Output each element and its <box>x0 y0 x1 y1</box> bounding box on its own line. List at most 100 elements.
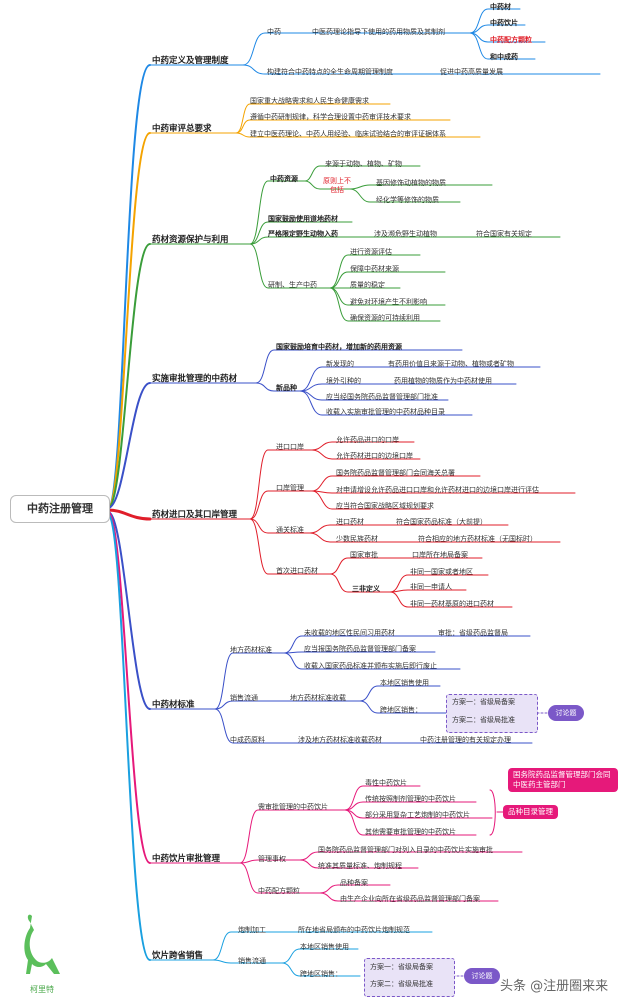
node-wild-endangered: 涉及濒危野生动植物 <box>374 230 437 238</box>
options-box-2 <box>364 958 455 997</box>
node-first-import: 首次进口药材 <box>276 567 318 575</box>
variety-found: 新发现的 <box>326 360 354 368</box>
branch-approved-herbs[interactable]: 实施审批管理的中药材 <box>152 374 238 384</box>
item-patent: 和中成药 <box>490 53 518 61</box>
customs-ethnic: 少数民族药材 <box>336 535 378 543</box>
variety-import-desc: 药用植物的物质作为中药材使用 <box>394 377 492 385</box>
review-item-1: 国家重大战略需求和人民生命健康需求 <box>250 97 369 105</box>
logo-text: 柯里特 <box>30 984 54 994</box>
node-source: 来源于动物、植物、矿物 <box>325 160 402 168</box>
local-std-approve: 审批：省级药品监督局 <box>438 629 508 637</box>
produce-item-5: 确保资源的可持续利用 <box>350 314 420 322</box>
node-system-goal: 促进中药高质量发展 <box>440 68 503 76</box>
node-definition: 中医药理论指导下使用的药用物质及其制剂 <box>312 28 445 36</box>
option-2-b: 方案二：省级局批准 <box>370 980 433 988</box>
node-system: 构建符合中药特点的全生命周期管理制度 <box>267 68 393 76</box>
cross-region-sale-2: 跨地区销售： <box>300 970 342 978</box>
processing-desc: 所在地省局颁布的中药饮片炮制规范 <box>298 926 410 934</box>
variety-import: 境外引种的 <box>326 377 361 385</box>
local-sale-2: 本地区销售使用 <box>300 943 349 951</box>
option-1-b: 方案一：省级局备案 <box>370 963 433 971</box>
node-port: 进口口岸 <box>276 443 304 451</box>
port-item-1: 允许药品进口的口岸 <box>336 436 399 444</box>
node-resource: 中药资源 <box>270 175 298 183</box>
customs-import: 进口药材 <box>336 518 364 526</box>
node-zhongyao: 中药 <box>267 28 281 36</box>
item-pieces: 中药饮片 <box>490 19 518 27</box>
node-new-variety: 新品种 <box>276 384 297 392</box>
node-encourage: 国家鼓励培育中药材，增加新的药用资源 <box>276 343 402 351</box>
branch-pieces[interactable]: 中药饮片审批管理 <box>152 854 221 864</box>
branch-standard[interactable]: 中药材标准 <box>152 700 195 710</box>
manage-item-1: 国务院药品监督管理部门会同海关总署 <box>336 469 455 477</box>
node-exclude: 原则上不包括 <box>323 177 351 194</box>
node-patent-material: 中成药原料 <box>230 736 265 744</box>
branch-resources[interactable]: 药材资源保护与利用 <box>152 235 229 245</box>
authority-item-1: 国务院药品监督管理部门对列入目录的中药饮片实施审批 <box>318 846 493 854</box>
node-granules: 中药配方颗粒 <box>258 887 300 895</box>
manage-item-3: 应当符合国家战略区域规划要求 <box>336 502 434 510</box>
node-circulation-2: 销售流通 <box>238 957 266 965</box>
approval-item-4: 其他需要审批管理的中药饮片 <box>365 828 456 836</box>
kangaroo-logo-icon: 柯里特 <box>24 914 60 994</box>
produce-item-4: 避免对环境产生不利影响 <box>350 298 427 306</box>
local-sale: 本地区销售使用 <box>380 679 429 687</box>
local-std-item-2: 应当报国务院药品监督管理部门备案 <box>304 645 416 653</box>
produce-item-1: 进行资源评估 <box>350 248 392 256</box>
branch-review[interactable]: 中药审评总要求 <box>152 124 212 134</box>
manage-item-2: 对申请增设允许药品进口口岸和允许药材进口的边境口岸进行评估 <box>336 486 539 494</box>
node-authority: 管理事权 <box>258 855 286 863</box>
node-port-manage: 口岸管理 <box>276 484 304 492</box>
branch-definition[interactable]: 中药定义及管理制度 <box>152 56 229 66</box>
produce-item-2: 保障中药材来源 <box>350 265 399 273</box>
three-non-3: 非同一药材基原的进口药材 <box>410 600 494 608</box>
review-item-2: 遵循中药研制规律，科学合理设置中药审评技术要求 <box>250 113 411 121</box>
discussion-badge-2[interactable]: 讨论题 <box>464 968 500 984</box>
root-node[interactable]: 中药注册管理 <box>10 495 110 523</box>
discussion-badge[interactable]: 讨论题 <box>548 705 584 721</box>
node-wild-rule: 符合国家有关规定 <box>476 230 532 238</box>
local-std-item-1: 未收载的地区性民间习用药材 <box>304 629 395 637</box>
node-local-standard: 地方药材标准 <box>230 646 272 654</box>
granules-filing: 品种备案 <box>340 879 368 887</box>
item-herb: 中药材 <box>490 3 511 11</box>
variety-catalog: 收载入实施审批管理的中药材品种目录 <box>326 408 445 416</box>
options-box <box>446 694 538 733</box>
node-wild: 严格限定野生动物入药 <box>268 230 338 238</box>
variety-approve: 应当经国务院药品监督管理部门批准 <box>326 393 438 401</box>
node-daodi: 国家鼓励使用道地药材 <box>268 215 338 223</box>
branch-cross-province[interactable]: 饮片跨省销售 <box>152 951 204 961</box>
node-circulation: 销售流通 <box>230 694 258 702</box>
branch-import[interactable]: 药材进口及其口岸管理 <box>152 510 238 520</box>
local-std-item-3: 收载入国家药品标准并颁布实施后即行废止 <box>304 662 437 670</box>
item-granules: 中药配方颗粒 <box>490 36 532 44</box>
node-produce: 研制、生产中药 <box>268 281 317 289</box>
exclude-item-1: 基因修饰动植物的物质 <box>376 179 446 187</box>
option-2: 方案二：省级局批准 <box>452 716 515 724</box>
review-item-3: 建立中医药理论、中药人用经验、临床试验结合的审评证据体系 <box>250 130 446 138</box>
authority-note: 国务院药品监督管理部门会同中医药主管部门 <box>508 768 618 792</box>
authority-item-2: 统准其质量标准、炮制规程 <box>318 862 402 870</box>
node-customs: 通关标准 <box>276 526 304 534</box>
three-non-1: 非同一国家或者地区 <box>410 568 473 576</box>
produce-item-3: 质量的稳定 <box>350 281 385 289</box>
node-processing: 炮制加工 <box>238 926 266 934</box>
granules-filing-desc: 由生产企业向所在省级药品监督管理部门备案 <box>340 895 480 903</box>
catalog-note: 品种目录管理 <box>503 805 558 819</box>
node-need-approval: 需审批管理的中药饮片 <box>258 803 328 811</box>
customs-import-std: 符合国家药品标准（大前提） <box>396 518 487 526</box>
node-three-non: 三非定义 <box>352 585 380 593</box>
patent-material-desc: 涉及地方药材标准收载药材 <box>298 736 382 744</box>
first-import-filing: 口岸所在地局备案 <box>412 551 468 559</box>
approval-item-2: 传统按照制剂管理的中药饮片 <box>365 795 456 803</box>
approval-item-1: 毒性中药饮片 <box>365 779 407 787</box>
node-local-included: 地方药材标准收载 <box>290 694 346 702</box>
logo: 柯里特 <box>18 908 66 998</box>
port-item-2: 允许药材进口的边境口岸 <box>336 452 413 460</box>
option-1: 方案一：省级局备案 <box>452 698 515 706</box>
customs-ethnic-std: 符合相应的地方药材标准（无国标时） <box>418 535 537 543</box>
variety-found-desc: 有药用价值且来源于动物、植物或者矿物 <box>388 360 514 368</box>
patent-material-rule: 中药注册管理的有关规定办理 <box>420 736 511 744</box>
